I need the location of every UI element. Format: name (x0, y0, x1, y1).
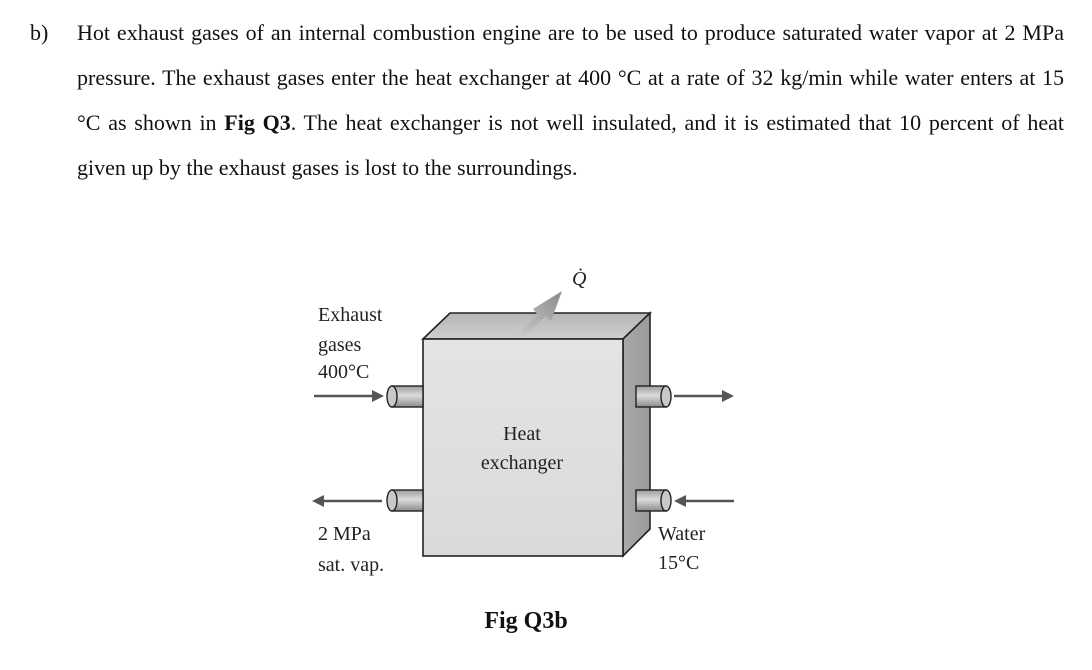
heat-symbol: Q̇ (572, 267, 587, 290)
steam-pressure: 2 MPa (318, 523, 371, 545)
heat-exchanger-figure: Q̇ (300, 255, 760, 655)
exhaust-label-line2: gases (318, 334, 362, 356)
water-temperature: 15°C (658, 552, 699, 574)
exhaust-outlet-arrow (674, 390, 734, 402)
exhaust-inlet-arrow (314, 390, 384, 402)
exhaust-label-line1: Exhaust (318, 304, 383, 326)
device-label-line2: exchanger (481, 452, 564, 474)
steam-outlet-pipe (386, 489, 424, 512)
water-label: Water (658, 523, 706, 545)
exchanger-side-face (622, 311, 651, 558)
question-text-part-1: Hot exhaust gases of an internal combust… (77, 20, 1064, 135)
heat-exchanger-diagram: Q̇ (312, 267, 734, 634)
steam-outlet-arrow (312, 495, 382, 507)
exhaust-temperature: 400°C (318, 361, 369, 383)
exhaust-inlet-pipe (386, 385, 424, 408)
exchanger-front-face (422, 338, 624, 557)
water-inlet-arrow (674, 495, 734, 507)
question-label: b) (30, 20, 49, 45)
steam-state: sat. vap. (318, 554, 384, 576)
water-inlet-pipe (635, 489, 672, 512)
figure-reference: Fig Q3 (224, 110, 291, 135)
heat-loss-arrow (515, 291, 562, 337)
question-text-part-2: . The heat exchanger is not well insulat… (77, 110, 1064, 180)
exhaust-outlet-pipe (635, 385, 672, 408)
question-text: Hot exhaust gases of an internal combust… (77, 10, 1064, 190)
figure-caption: Fig Q3b (484, 608, 567, 634)
device-label-line1: Heat (503, 423, 541, 445)
